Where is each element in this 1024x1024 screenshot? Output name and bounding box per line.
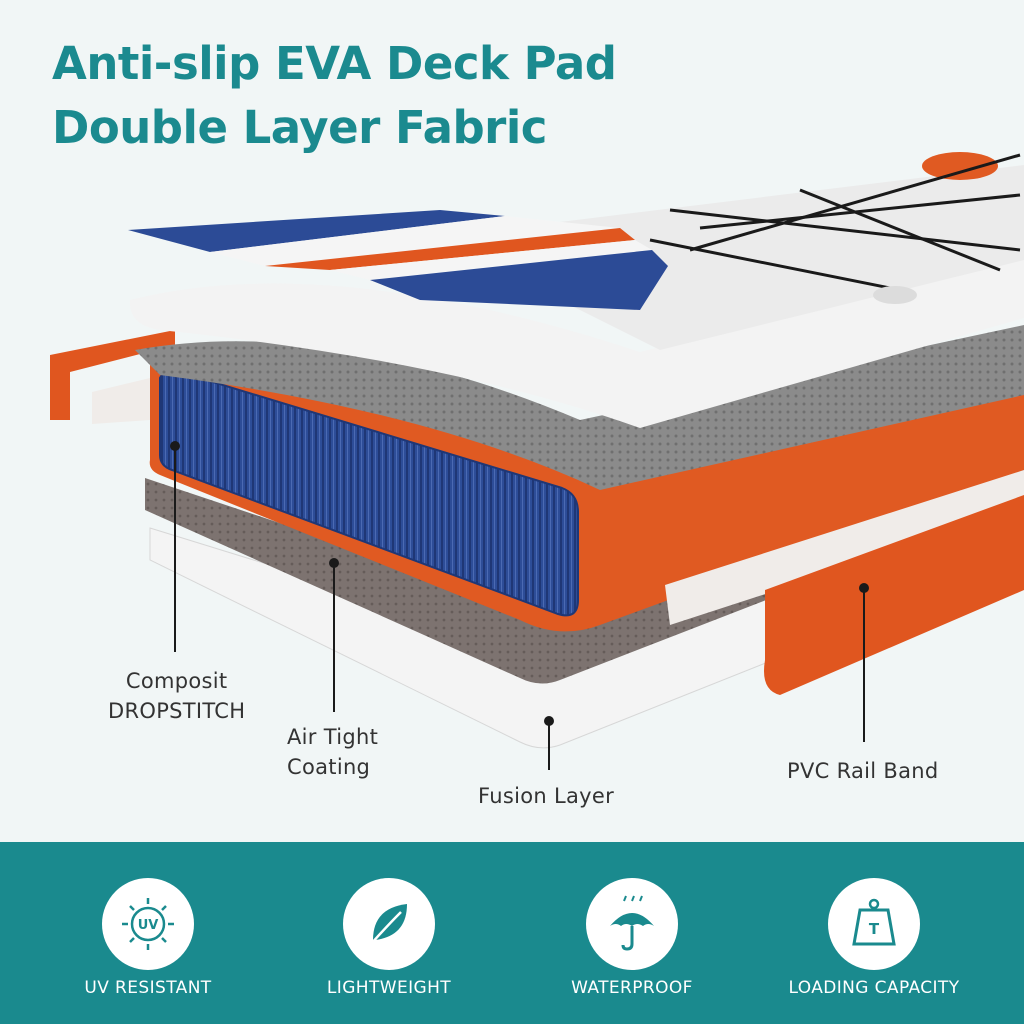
feature-water-label: WATERPROOF bbox=[571, 978, 693, 998]
top-airtight-coating bbox=[135, 325, 1024, 490]
feature-light-label: LIGHTWEIGHT bbox=[326, 978, 452, 998]
feature-light: LIGHTWEIGHT bbox=[289, 842, 489, 1024]
feature-water: WATERPROOF bbox=[532, 842, 732, 1024]
title-line-1: Anti-slip EVA Deck Pad bbox=[52, 37, 617, 90]
callout-fusion: Fusion Layer bbox=[478, 781, 614, 811]
callout-dropstitch-line1: Composit bbox=[125, 669, 228, 693]
deck-ring bbox=[873, 286, 917, 304]
callout-dot-fusion bbox=[544, 716, 554, 726]
callout-coating-line2: Coating bbox=[287, 755, 371, 779]
callout-fusion-line1: Fusion Layer bbox=[478, 784, 614, 808]
callout-pointers bbox=[174, 446, 865, 770]
title-line-2: Double Layer Fabric bbox=[52, 101, 547, 154]
feature-load: T LOADING CAPACITY bbox=[774, 842, 974, 1024]
feature-light-badge bbox=[343, 878, 435, 970]
right-rail-band bbox=[764, 495, 1024, 695]
bottom-airtight-coating bbox=[145, 460, 1024, 684]
feature-uv-label: UV RESISTANT bbox=[84, 978, 212, 998]
eva-deck-pad bbox=[128, 210, 668, 310]
board-layers-illustration bbox=[50, 152, 1024, 770]
feature-load-label: LOADING CAPACITY bbox=[788, 978, 960, 998]
deck-nose bbox=[922, 152, 998, 180]
leaf-icon bbox=[370, 904, 407, 945]
callout-dot-coating bbox=[329, 558, 339, 568]
weight-icon-text: T bbox=[869, 920, 880, 938]
callout-dropstitch: Composit DROPSTITCH bbox=[108, 666, 245, 726]
left-rail-white bbox=[92, 378, 150, 424]
feature-water-badge bbox=[586, 878, 678, 970]
feature-load-badge: T bbox=[828, 878, 920, 970]
feature-uv-badge: UV bbox=[102, 878, 194, 970]
callout-rail: PVC Rail Band bbox=[787, 756, 939, 786]
callout-coating: Air Tight Coating bbox=[287, 722, 378, 782]
callout-dot-rail bbox=[859, 583, 869, 593]
top-fabric-layer bbox=[129, 255, 1024, 428]
right-rail-white bbox=[665, 470, 1024, 625]
page-title: Anti-slip EVA Deck Pad Double Layer Fabr… bbox=[52, 32, 617, 160]
uv-sun-icon: UV bbox=[122, 898, 174, 950]
callout-rail-line1: PVC Rail Band bbox=[787, 759, 939, 783]
umbrella-rain-icon bbox=[610, 895, 654, 951]
feature-uv: UV UV RESISTANT bbox=[48, 842, 248, 1024]
bungee-cords bbox=[649, 153, 1021, 292]
callout-dropstitch-line2: DROPSTITCH bbox=[108, 699, 246, 723]
uv-icon-text: UV bbox=[138, 918, 159, 933]
weight-icon: T bbox=[852, 898, 896, 946]
callout-coating-line1: Air Tight bbox=[287, 725, 379, 749]
features-band: UV UV RESISTANT LIGHTWEIGHT WATERPROOF bbox=[0, 842, 1024, 1024]
callout-dot-dropstitch bbox=[170, 441, 180, 451]
